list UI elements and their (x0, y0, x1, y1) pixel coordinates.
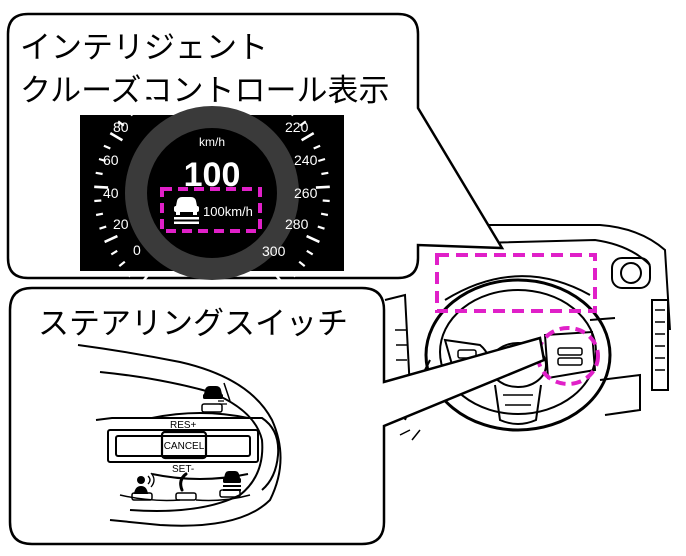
gauge-tick (317, 225, 325, 230)
cruise-title-line2: クルーズコントロール表示 (20, 73, 390, 109)
gauge-tick (306, 249, 314, 256)
tick-label-300: 300 (262, 243, 286, 259)
tick-label-260: 260 (294, 185, 318, 201)
gauge-tick (95, 212, 104, 217)
gauge-tick (317, 157, 326, 163)
gauge-tick (322, 199, 330, 203)
tick-label-240: 240 (294, 152, 318, 168)
tick-label-60: 60 (103, 152, 119, 168)
tick-label-80: 80 (113, 119, 129, 135)
steering-title: ステアリングスイッチ (38, 306, 348, 342)
gauge-tick (109, 131, 124, 142)
gauge-tick (126, 109, 134, 117)
tick-label-280: 280 (285, 216, 309, 232)
gauge-tick (98, 157, 107, 163)
gauge-tick (94, 185, 109, 189)
switch-highlight-circle (536, 326, 600, 386)
gauge-tick (280, 100, 287, 108)
meter-display (80, 115, 344, 271)
gauge-tick (290, 109, 298, 117)
gauge-tick (94, 199, 102, 203)
res-label: RES+ (170, 420, 197, 431)
cruise-title-line1: インテリジェント (20, 30, 268, 66)
tick-label-20: 20 (113, 216, 129, 232)
gauge-tick (127, 270, 135, 278)
distance-icon (203, 382, 231, 405)
gauge-tick (313, 144, 321, 150)
voice-icon (134, 472, 155, 494)
set-label: SET- (172, 464, 194, 475)
gauge-tick (274, 274, 286, 287)
gauge-tick (95, 171, 103, 176)
gauge-tick (289, 270, 297, 278)
lane-car-icon (223, 471, 241, 491)
set-speed-text: 100km/h (203, 204, 253, 219)
gauge-tick (265, 92, 276, 106)
gauge-tick (306, 234, 320, 244)
set-speed-highlight-box (160, 187, 262, 233)
gauge-tick (117, 120, 125, 127)
gauge-tick (299, 120, 307, 127)
gauge-center-ring (125, 106, 299, 280)
cancel-label: CANCEL (164, 441, 205, 452)
gauge-right-scale (265, 92, 330, 287)
gauge-tick (110, 249, 118, 256)
gauge-tick (137, 100, 144, 108)
phone-icon (179, 472, 188, 492)
gauge-tick (148, 92, 159, 106)
gauge-tick (298, 260, 306, 267)
gauge-left-scale (94, 92, 159, 287)
gauge-tick (321, 171, 329, 176)
gauge-tick (104, 234, 118, 244)
gauge-tick (138, 274, 150, 287)
gauge-tick (315, 185, 330, 189)
gauge-tick (300, 131, 315, 142)
gauge-tick (118, 260, 126, 267)
gauge-tick (103, 144, 111, 150)
tick-label-220: 220 (285, 119, 309, 135)
tick-label-0: 0 (133, 242, 141, 258)
cruise-car-icon (174, 197, 199, 224)
meter-highlight-box (435, 253, 597, 313)
gauge-tick (99, 225, 107, 230)
speed-unit: km/h (199, 135, 225, 149)
tick-label-40: 40 (103, 185, 119, 201)
gauge-tick (320, 212, 329, 217)
